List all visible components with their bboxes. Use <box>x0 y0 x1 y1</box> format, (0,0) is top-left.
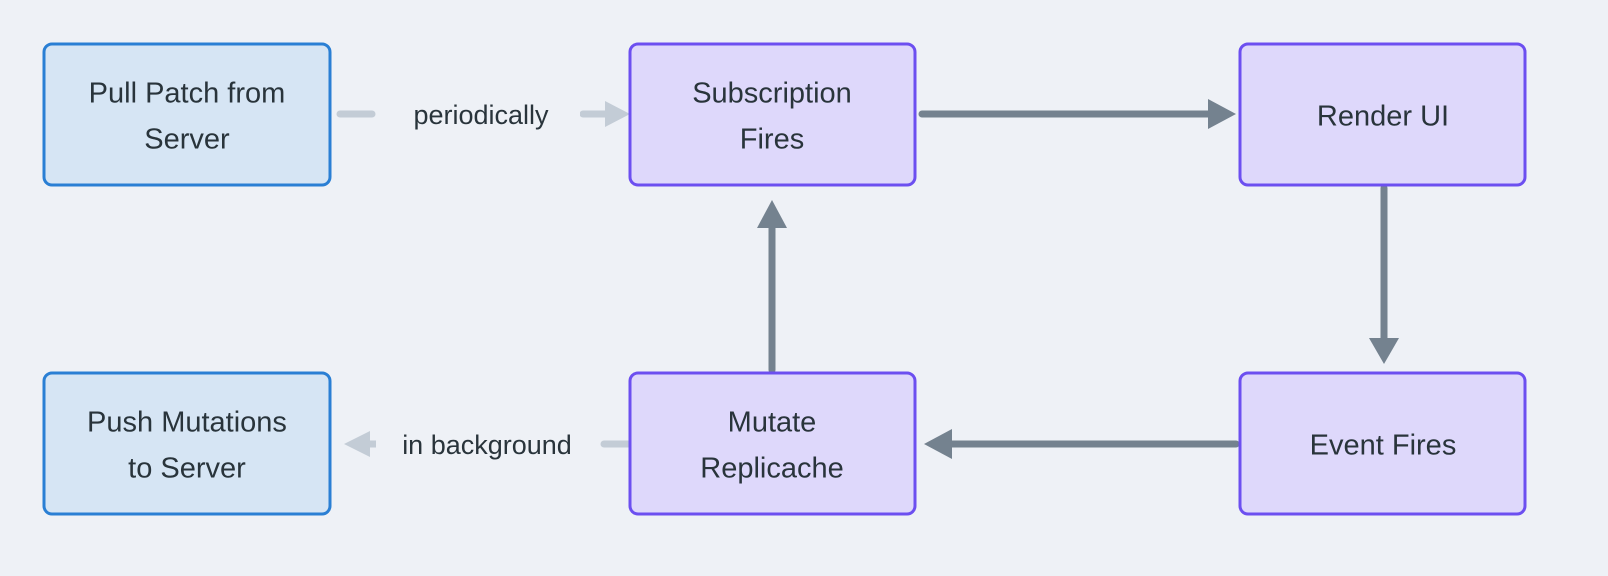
edge-render-ui-to-event-fires[interactable] <box>1369 184 1399 364</box>
node-subscription-fires-label-line2: Fires <box>740 124 804 156</box>
node-push-mutations-to-server[interactable]: Push Mutations to Server <box>42 371 332 516</box>
edge-label-periodically: periodically <box>413 100 549 130</box>
edge-pull-patch-to-subscription-arrowhead <box>605 101 630 127</box>
edge-event-fires-to-mutate-arrowhead <box>924 429 952 459</box>
node-push-mutations-to-server-label-line1: Push Mutations <box>87 407 287 439</box>
edge-pull-patch-to-subscription[interactable]: periodically <box>336 96 630 134</box>
edge-mutate-to-subscription[interactable] <box>757 200 787 374</box>
edge-mutate-to-push-mutations[interactable]: in background <box>344 426 632 464</box>
node-render-ui[interactable]: Render UI <box>1238 42 1527 187</box>
edge-mutate-to-subscription-arrowhead <box>757 200 787 228</box>
node-mutate-replicache-label-line1: Mutate <box>728 407 817 439</box>
edge-render-ui-to-event-fires-arrowhead <box>1369 338 1399 364</box>
node-subscription-fires-label-line1: Subscription <box>692 78 852 110</box>
edge-label-in-background: in background <box>402 430 572 460</box>
edge-subscription-to-render-ui[interactable] <box>918 99 1236 129</box>
node-mutate-replicache[interactable]: Mutate Replicache <box>628 371 917 516</box>
edge-subscription-to-render-ui-arrowhead <box>1208 99 1236 129</box>
node-render-ui-label-line1: Render UI <box>1317 101 1449 133</box>
node-push-mutations-to-server-label-line2: to Server <box>128 453 246 485</box>
edge-event-fires-to-mutate[interactable] <box>924 429 1240 459</box>
edge-mutate-to-push-mutations-arrowhead <box>344 431 370 457</box>
node-subscription-fires[interactable]: Subscription Fires <box>628 42 917 187</box>
edge-label-background-in-background <box>376 426 596 464</box>
node-event-fires[interactable]: Event Fires <box>1238 371 1527 516</box>
node-event-fires-box[interactable] <box>1238 371 1527 516</box>
node-mutate-replicache-box[interactable] <box>628 371 917 516</box>
edge-label-background-periodically <box>382 96 580 134</box>
node-pull-patch-from-server-label-line1: Pull Patch from <box>89 78 286 110</box>
node-pull-patch-from-server[interactable]: Pull Patch from Server <box>42 42 332 187</box>
node-push-mutations-to-server-box[interactable] <box>42 371 332 516</box>
node-mutate-replicache-label-line2: Replicache <box>700 453 843 485</box>
node-subscription-fires-box[interactable] <box>628 42 917 187</box>
node-event-fires-label-line1: Event Fires <box>1310 430 1457 462</box>
node-pull-patch-from-server-label-line2: Server <box>144 124 230 156</box>
node-render-ui-box[interactable] <box>1238 42 1527 187</box>
node-pull-patch-from-server-box[interactable] <box>42 42 332 187</box>
